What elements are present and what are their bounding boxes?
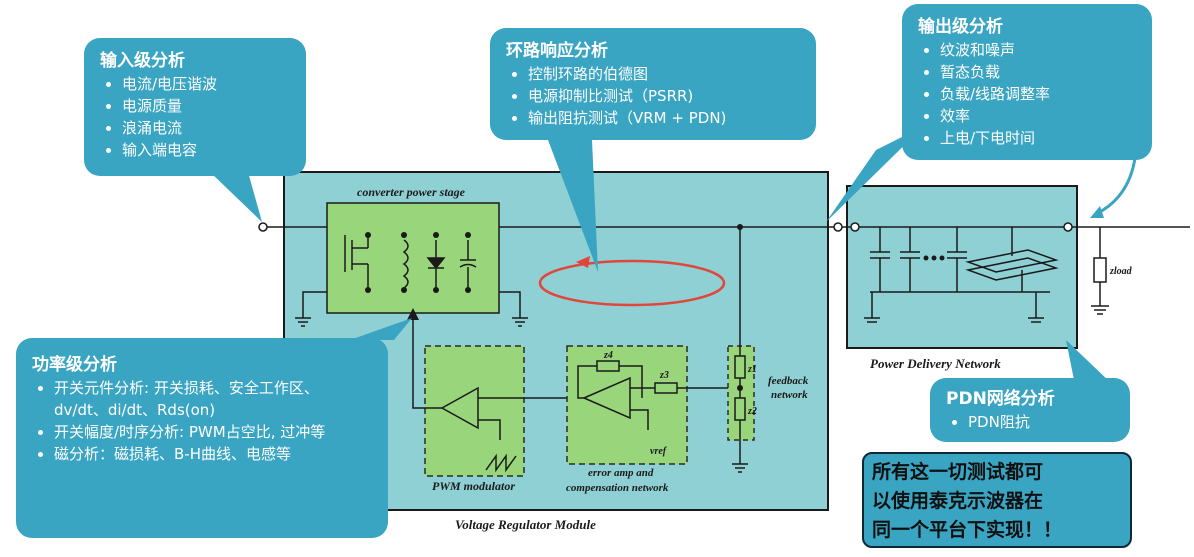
error-amp-label-1: error amp and [588,467,654,479]
loop-response-list: 控制环路的伯德图 电源抑制比测试（PSRR) 输出阻抗测试（VRM + PDN) [506,63,800,129]
list-item: PDN阻抗 [968,411,1114,433]
pwm-modulator-label: PWM modulator [432,479,515,493]
error-amp-label-2: compensation network [566,482,669,494]
zload-label: zload [1109,266,1133,277]
loop-callout-pointer [548,140,598,272]
pdn-callout-pointer [1066,340,1112,390]
list-item: 电源质量 [122,95,290,117]
vref-label: vref [650,446,668,457]
error-amp-block [566,345,688,465]
summary-line: 以使用泰克示波器在 [872,490,1044,512]
list-item: 电源抑制比测试（PSRR) [528,85,800,107]
list-item: 输入端电容 [122,139,290,161]
list-item: 磁分析：磁损耗、B-H曲线、电感等 [54,443,372,465]
summary-line: 同一个平台下实现！！ [872,519,1063,541]
summary-line: 所有这一切测试都可 [872,461,1044,483]
vrm-label: Voltage Regulator Module [455,517,596,532]
z1-label: z1 [747,364,757,375]
output-stage-title: 输出级分析 [918,17,1003,37]
pdn-analysis-list: PDN阻抗 [946,411,1114,433]
list-item: 效率 [940,105,1136,127]
summary-box: 所有这一切测试都可 以使用泰克示波器在 同一个平台下实现！！ [862,452,1132,548]
list-item: 输出阻抗测试（VRM + PDN) [528,107,800,129]
list-item: 纹波和噪声 [940,39,1136,61]
loop-response-arrow [538,259,726,307]
pdn-label: Power Delivery Network [870,356,1001,371]
power-stage-title: 功率级分析 [32,355,117,375]
list-item: 上电/下电时间 [940,127,1136,149]
loop-response-title: 环路响应分析 [506,41,608,61]
output-stage-callout: 输出级分析 纹波和噪声 暂态负载 负载/线路调整率 效率 上电/下电时间 [902,4,1152,160]
z4-label: z4 [603,350,613,361]
loop-response-callout: 环路响应分析 控制环路的伯德图 电源抑制比测试（PSRR) 输出阻抗测试（VRM… [490,28,816,140]
feedback-label-2: network [771,389,808,401]
output-callout-pointer [826,126,924,222]
input-stage-callout: 输入级分析 电流/电压谐波 电源质量 浪涌电流 输入端电容 [84,38,306,176]
power-stage-callout: 功率级分析 开关元件分析: 开关损耗、安全工作区、dv/dt、di/dt、Rds… [16,338,388,538]
list-item: 电流/电压谐波 [122,73,290,95]
list-item: 开关幅度/时序分析: PWM占空比, 过冲等 [54,421,372,443]
input-stage-list: 电流/电压谐波 电源质量 浪涌电流 输入端电容 [100,73,290,161]
output-stage-list: 纹波和噪声 暂态负载 负载/线路调整率 效率 上电/下电时间 [918,39,1136,149]
pdn-analysis-callout: PDN网络分析 PDN阻抗 [930,378,1130,442]
z3-label: z3 [659,370,669,381]
list-item: 控制环路的伯德图 [528,63,800,85]
input-callout-pointer [210,172,262,222]
converter-power-stage-block [326,202,500,314]
feedback-label-1: feedback [768,375,809,387]
list-item: 浪涌电流 [122,117,290,139]
list-item: 暂态负载 [940,61,1136,83]
list-item: 负载/线路调整率 [940,83,1136,105]
power-stage-list: 开关元件分析: 开关损耗、安全工作区、dv/dt、di/dt、Rds(on) 开… [32,377,372,465]
input-stage-title: 输入级分析 [100,51,185,71]
pdn-box [846,185,1078,349]
power-callout-pointer [350,318,412,340]
pwm-modulator-block [424,345,525,477]
converter-power-stage-label: converter power stage [357,185,466,199]
pdn-analysis-title: PDN网络分析 [946,389,1055,409]
z2-label: z2 [747,406,757,417]
list-item: 开关元件分析: 开关损耗、安全工作区、dv/dt、di/dt、Rds(on) [54,377,372,421]
